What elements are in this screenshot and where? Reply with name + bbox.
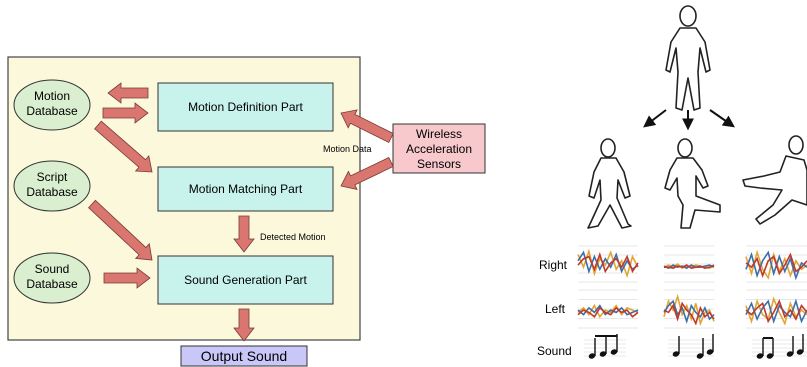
signal-line (745, 299, 807, 324)
signal-plots (577, 245, 807, 329)
output-sound-label: Output Sound (201, 348, 287, 364)
detected-motion-label: Detected Motion (260, 232, 326, 242)
script-database-label-2: Database (26, 185, 78, 199)
note-plots (584, 334, 807, 359)
sound-database-label-1: Sound (35, 262, 70, 276)
standing-person-figure (665, 5, 711, 111)
row-label-left: Left (545, 302, 566, 316)
arrow-sound-db-to-generation (103, 267, 151, 289)
script-database-label-1: Script (37, 170, 68, 184)
sound-generation-part-label: Sound Generation Part (184, 273, 307, 287)
note-head (796, 349, 804, 355)
branch-arrow-left (643, 109, 667, 128)
branch-arrow-right (709, 109, 735, 128)
sensors-label-3: Sensors (417, 157, 461, 171)
motion-definition-part-node (157, 82, 334, 132)
sensors-label-2: Acceleration (406, 142, 472, 156)
note-head (610, 349, 618, 355)
note-head (588, 353, 596, 359)
sound-database-label-2: Database (26, 277, 78, 291)
signal-line (577, 252, 639, 274)
signal-line (664, 264, 715, 270)
signal-line (745, 252, 807, 279)
arrow-motion-db-to-definition (102, 102, 149, 124)
arrow-script-db-to-generation (88, 199, 153, 261)
row-label-sound: Sound (537, 344, 572, 358)
sensors-label-1: Wireless (416, 127, 462, 141)
note-head (756, 353, 764, 359)
signal-line (577, 303, 639, 319)
motion-database-node (13, 79, 91, 131)
motion-definition-part-label: Motion Definition Part (188, 100, 303, 114)
note-head (599, 351, 607, 357)
motion-matching-part-label: Motion Matching Part (189, 182, 303, 196)
note-head (766, 353, 774, 359)
note-head (706, 349, 714, 355)
sound-generation-part-node (157, 255, 334, 305)
walking-person-figure (587, 138, 632, 229)
signal-line (577, 250, 639, 274)
flow-arrows (88, 82, 394, 342)
note-head (672, 351, 680, 357)
signal-line (577, 306, 639, 318)
signal-line (663, 301, 715, 326)
sensors-node (392, 123, 486, 174)
arrow-matching-to-generation (233, 215, 255, 253)
motion-data-label: Motion Data (323, 144, 372, 154)
motion-database-label-2: Database (26, 104, 78, 118)
note-head (696, 353, 704, 359)
row-label-right: Right (539, 258, 568, 272)
output-sound-node (180, 345, 308, 367)
arrow-generation-to-output (233, 308, 255, 342)
signal-line (745, 298, 807, 324)
sound-database-node (13, 252, 91, 304)
kicking-person-figure (664, 138, 721, 229)
arrow-definition-to-motion-db (107, 82, 149, 104)
signal-line (577, 248, 639, 279)
arrow-sensors-to-definition (340, 109, 394, 144)
motion-database-label-1: Motion (34, 89, 70, 103)
motion-matching-part-node (157, 166, 334, 212)
arrow-sensors-to-matching (340, 156, 394, 190)
note-head (786, 351, 794, 357)
arrow-motion-db-to-matching (94, 120, 153, 173)
script-database-node (13, 160, 91, 212)
jumping-person-figure (742, 135, 807, 225)
signal-line (577, 304, 639, 316)
